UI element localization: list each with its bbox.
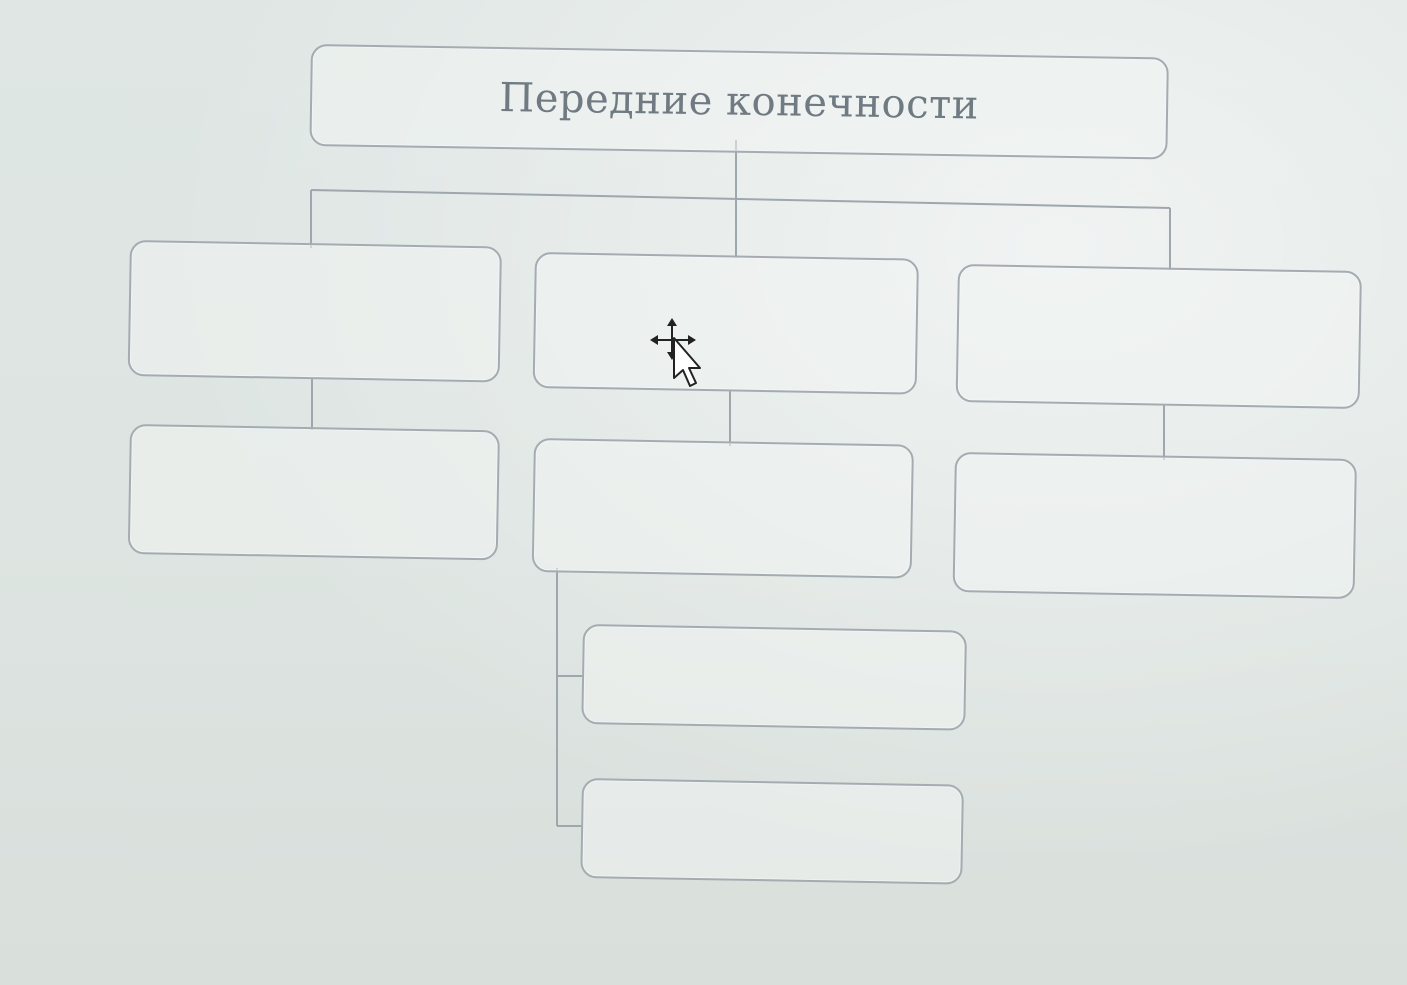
level1-left-box[interactable] (127, 240, 502, 383)
level2-right-box[interactable] (952, 452, 1357, 599)
level3-second-box[interactable] (580, 778, 964, 885)
root-node-box[interactable]: Передние конечности (309, 44, 1169, 160)
level2-middle-box[interactable] (531, 438, 914, 579)
root-node-label: Передние конечности (499, 74, 980, 129)
level1-middle-box[interactable] (532, 252, 919, 395)
level3-first-box[interactable] (581, 624, 967, 731)
level2-left-box[interactable] (127, 424, 500, 561)
level1-right-box[interactable] (955, 264, 1362, 410)
connector-bus (310, 189, 1171, 209)
move-cursor-icon (650, 318, 701, 387)
